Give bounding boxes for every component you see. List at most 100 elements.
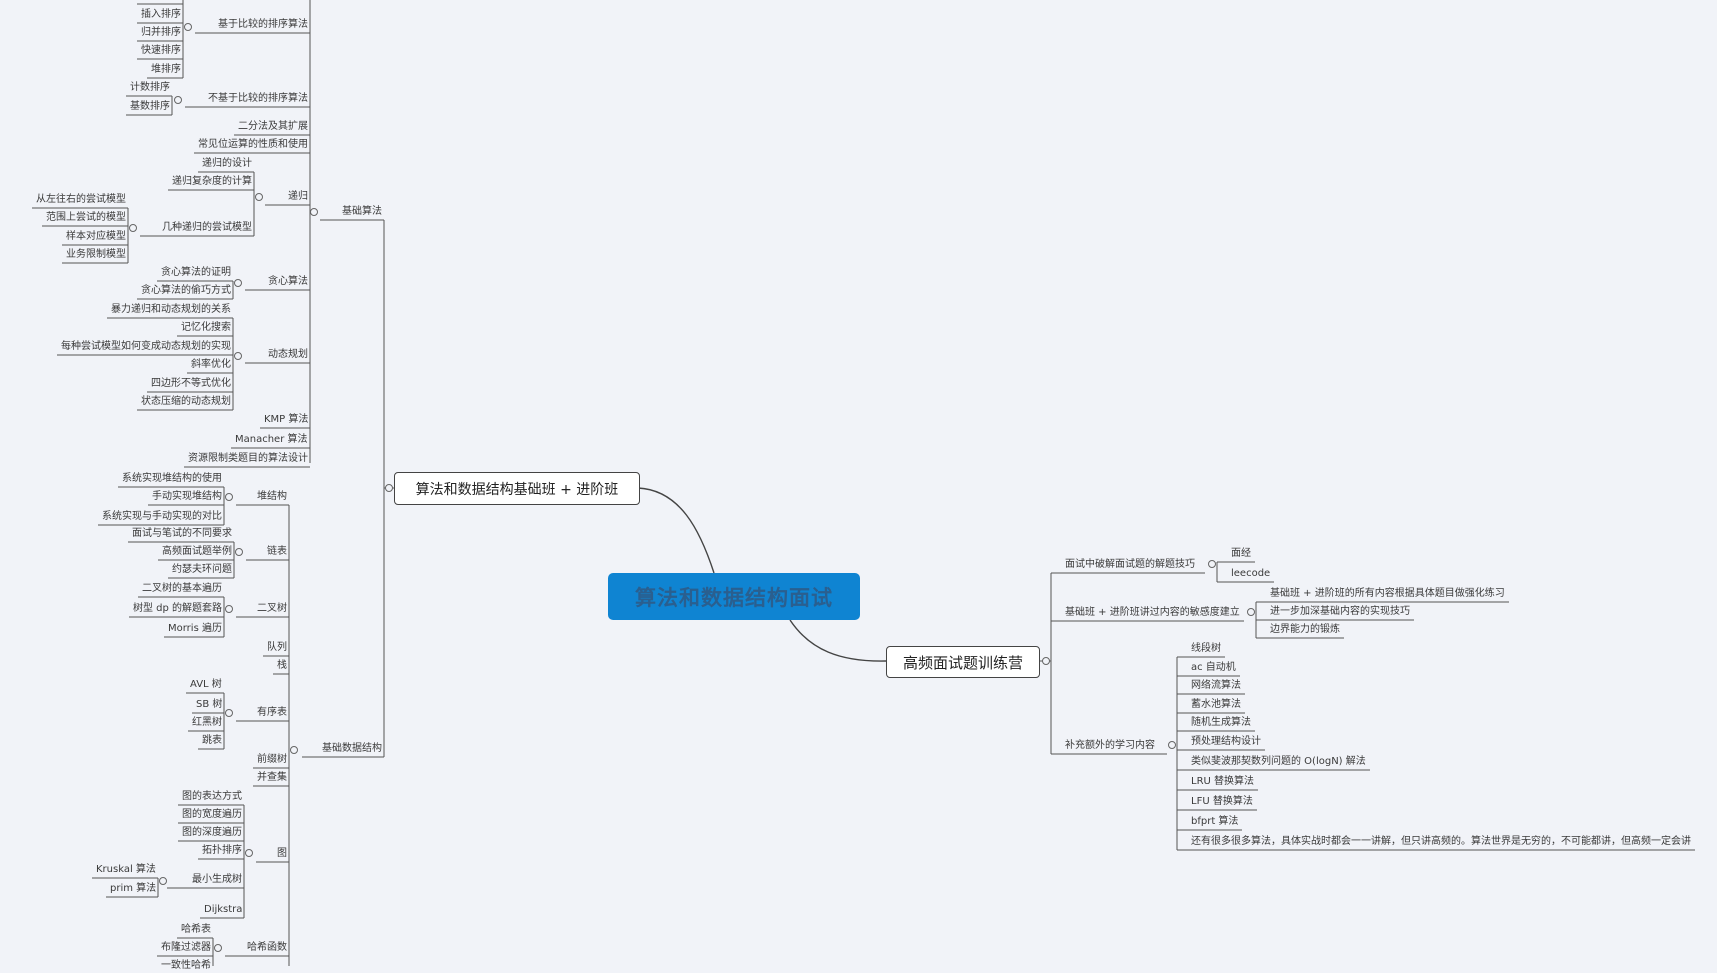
topic-recursion-models[interactable]: 几种递归的尝试模型	[162, 222, 252, 233]
collapse-toggle-icon[interactable]	[225, 493, 233, 501]
collapse-toggle-icon[interactable]	[1168, 741, 1176, 749]
topic-node[interactable]: 二分法及其扩展	[238, 121, 308, 132]
topic-node[interactable]: 递归的设计	[202, 158, 252, 169]
topic-node[interactable]: Kruskal 算法	[96, 864, 156, 875]
topic-node[interactable]: leecode	[1231, 568, 1271, 579]
topic-node[interactable]: 布隆过滤器	[161, 942, 211, 953]
topic-node[interactable]: 系统实现与手动实现的对比	[102, 511, 222, 522]
topic-linked-list[interactable]: 链表	[267, 546, 287, 557]
collapse-toggle-icon[interactable]	[235, 548, 243, 556]
topic-node[interactable]: 暴力递归和动态规划的关系	[111, 304, 231, 315]
topic-node[interactable]: Dijkstra	[204, 904, 243, 915]
topic-node[interactable]: 计数排序	[130, 82, 170, 93]
topic-heap[interactable]: 堆结构	[257, 491, 287, 502]
collapse-toggle-icon[interactable]	[1208, 560, 1216, 568]
topic-node[interactable]: 一致性哈希	[161, 960, 211, 971]
topic-node[interactable]: LFU 替换算法	[1191, 796, 1253, 807]
topic-binary-tree[interactable]: 二叉树	[257, 603, 287, 614]
topic-node[interactable]: 基础班 + 进阶班的所有内容根据具体题目做强化练习	[1270, 588, 1505, 599]
main-topic-high-frequency[interactable]: 高频面试题训练营	[886, 646, 1040, 678]
topic-node[interactable]: 随机生成算法	[1191, 717, 1251, 728]
topic-node[interactable]: 约瑟夫环问题	[172, 564, 232, 575]
topic-node[interactable]: 业务限制模型	[66, 249, 126, 260]
topic-node[interactable]: 手动实现堆结构	[152, 491, 222, 502]
topic-minimum-spanning-tree[interactable]: 最小生成树	[192, 874, 242, 885]
topic-node[interactable]: 并查集	[257, 772, 287, 783]
collapse-toggle-icon[interactable]	[214, 944, 222, 952]
topic-node[interactable]: 贪心算法的证明	[161, 267, 231, 278]
root-topic[interactable]: 算法和数据结构面试	[608, 573, 860, 620]
topic-node[interactable]: 树型 dp 的解题套路	[133, 603, 223, 614]
topic-node[interactable]: 从左往右的尝试模型	[36, 194, 126, 205]
topic-comparison-sort[interactable]: 基于比较的排序算法	[218, 19, 308, 30]
topic-node[interactable]: 范围上尝试的模型	[46, 212, 126, 223]
topic-node[interactable]: ac 自动机	[1191, 662, 1236, 673]
topic-node[interactable]: 归并排序	[141, 27, 181, 38]
group-basic-data-structures[interactable]: 基础数据结构	[322, 743, 382, 754]
topic-hash-function[interactable]: 哈希函数	[247, 942, 287, 953]
topic-node[interactable]: 面试与笔试的不同要求	[132, 528, 232, 539]
topic-node[interactable]: bfprt 算法	[1191, 816, 1239, 827]
topic-node[interactable]: 贪心算法的偷巧方式	[141, 285, 231, 296]
topic-node[interactable]: 拓扑排序	[202, 845, 242, 856]
topic-node[interactable]: AVL 树	[190, 679, 222, 690]
topic-node[interactable]: 资源限制类题目的算法设计	[188, 453, 308, 464]
collapse-toggle-icon[interactable]	[234, 279, 242, 287]
topic-node[interactable]: prim 算法	[110, 883, 157, 894]
topic-node[interactable]: 递归复杂度的计算	[172, 176, 252, 187]
topic-node[interactable]: 快速排序	[141, 45, 181, 56]
topic-node[interactable]: Morris 遍历	[168, 623, 222, 634]
collapse-toggle-icon[interactable]	[174, 96, 182, 104]
topic-recursion[interactable]: 递归	[288, 191, 308, 202]
group-basic-algorithms[interactable]: 基础算法	[342, 206, 382, 217]
topic-node[interactable]: 前缀树	[257, 754, 287, 765]
topic-node[interactable]: 基数排序	[130, 101, 170, 112]
topic-node[interactable]: 图的宽度遍历	[182, 809, 242, 820]
topic-node[interactable]: 高频面试题举例	[162, 546, 232, 557]
topic-dynamic-programming[interactable]: 动态规划	[268, 349, 308, 360]
topic-node[interactable]: 蓄水池算法	[1191, 699, 1241, 710]
topic-node[interactable]: 哈希表	[181, 924, 211, 935]
topic-node[interactable]: 边界能力的锻炼	[1270, 624, 1340, 635]
collapse-toggle-icon[interactable]	[159, 877, 167, 885]
topic-node[interactable]: 记忆化搜索	[181, 322, 231, 333]
topic-node[interactable]: 还有很多很多算法，具体实战时都会一一讲解，但只讲高频的。算法世界是无穷的，不可能…	[1191, 836, 1691, 847]
topic-node[interactable]: LRU 替换算法	[1191, 776, 1255, 787]
collapse-toggle-icon[interactable]	[184, 23, 192, 31]
collapse-toggle-icon[interactable]	[1247, 608, 1255, 616]
main-topic-basic-advanced[interactable]: 算法和数据结构基础班 + 进阶班	[394, 472, 640, 505]
topic-node[interactable]: 预处理结构设计	[1191, 736, 1261, 747]
collapse-toggle-icon[interactable]	[225, 709, 233, 717]
topic-node[interactable]: Manacher 算法	[235, 434, 308, 445]
topic-node[interactable]: 插入排序	[141, 9, 181, 20]
collapse-toggle-icon[interactable]	[385, 484, 393, 492]
topic-node[interactable]: 斜率优化	[191, 359, 231, 370]
collapse-toggle-icon[interactable]	[225, 605, 233, 613]
topic-node[interactable]: 状态压缩的动态规划	[141, 396, 231, 407]
topic-node[interactable]: 常见位运算的性质和使用	[198, 139, 308, 150]
topic-node[interactable]: 进一步加深基础内容的实现技巧	[1270, 606, 1410, 617]
topic-node[interactable]: 线段树	[1191, 643, 1221, 654]
topic-node[interactable]: 冒泡排序	[141, 0, 181, 3]
topic-node[interactable]: 红黑树	[192, 717, 222, 728]
topic-node[interactable]: SB 树	[196, 699, 223, 710]
topic-non-comparison-sort[interactable]: 不基于比较的排序算法	[208, 93, 308, 104]
topic-ordered-map[interactable]: 有序表	[257, 707, 287, 718]
topic-node[interactable]: 样本对应模型	[66, 231, 126, 242]
topic-graph[interactable]: 图	[277, 848, 287, 859]
topic-node[interactable]: 跳表	[202, 735, 222, 746]
topic-node[interactable]: 图的深度遍历	[182, 827, 242, 838]
topic-greedy[interactable]: 贪心算法	[268, 276, 308, 287]
topic-node[interactable]: 面经	[1231, 548, 1251, 559]
topic-node[interactable]: KMP 算法	[264, 414, 309, 425]
topic-interview-skills[interactable]: 面试中破解面试题的解题技巧	[1065, 559, 1195, 570]
collapse-toggle-icon[interactable]	[1042, 657, 1050, 665]
collapse-toggle-icon[interactable]	[290, 746, 298, 754]
topic-sensitivity[interactable]: 基础班 + 进阶班讲过内容的敏感度建立	[1065, 607, 1240, 618]
collapse-toggle-icon[interactable]	[234, 352, 242, 360]
topic-node[interactable]: 二叉树的基本遍历	[142, 583, 222, 594]
collapse-toggle-icon[interactable]	[129, 224, 137, 232]
collapse-toggle-icon[interactable]	[245, 849, 253, 857]
topic-node[interactable]: 堆排序	[151, 64, 181, 75]
topic-node[interactable]: 系统实现堆结构的使用	[122, 473, 222, 484]
